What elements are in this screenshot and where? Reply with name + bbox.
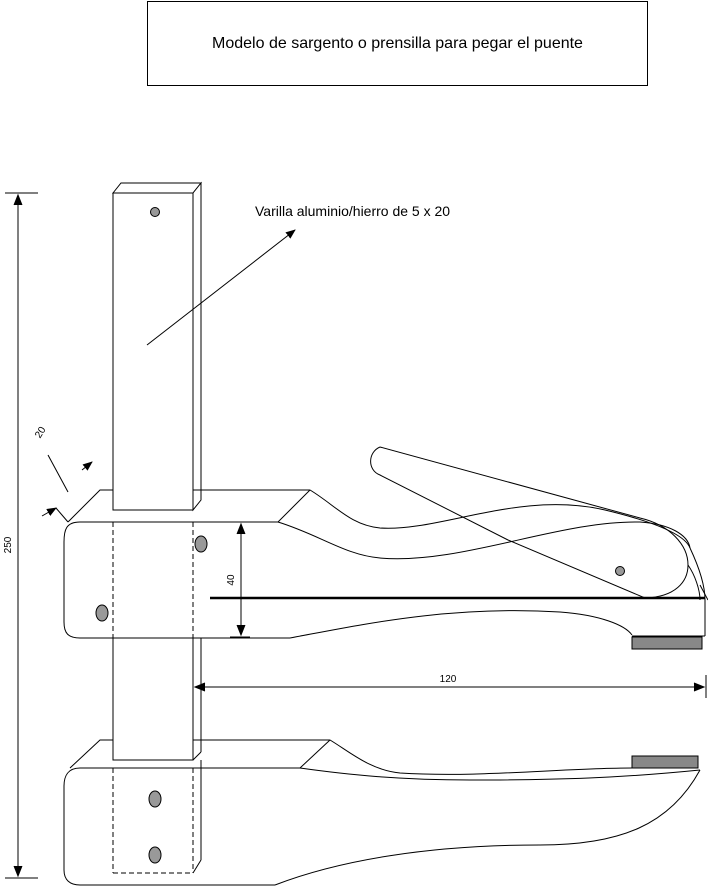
dim-total-height [5, 192, 38, 879]
upper-jaw [63, 489, 706, 650]
lower-pad [631, 755, 699, 769]
lower-jaw-hole [148, 846, 162, 864]
dim-jaw-height-label: 40 [226, 574, 237, 586]
title-box: Modelo de sargento o prensilla para pega… [147, 1, 648, 86]
lever-pin [615, 566, 625, 576]
dim-rod-thickness [41, 454, 93, 523]
dim-rod-thickness-label: 20 [33, 425, 48, 441]
lower-jaw-hole [148, 790, 162, 808]
lower-jaw [63, 739, 701, 886]
dim-reach-label: 120 [440, 674, 457, 685]
vertical-rod-lower [112, 637, 202, 761]
vertical-rod [111, 181, 296, 512]
rod-label: Varilla aluminio/hierro de 5 x 20 [255, 203, 450, 219]
upper-pad [631, 636, 703, 650]
jaw-hole [194, 535, 208, 553]
rod-label-arrow [146, 229, 296, 346]
jaw-hole [95, 604, 109, 622]
rod-hole [150, 207, 160, 217]
lever [370, 446, 701, 601]
dim-total-height-label: 250 [3, 536, 14, 553]
page-title: Modelo de sargento o prensilla para pega… [212, 34, 583, 52]
dim-jaw-height [230, 521, 250, 638]
dim-reach [192, 675, 707, 698]
